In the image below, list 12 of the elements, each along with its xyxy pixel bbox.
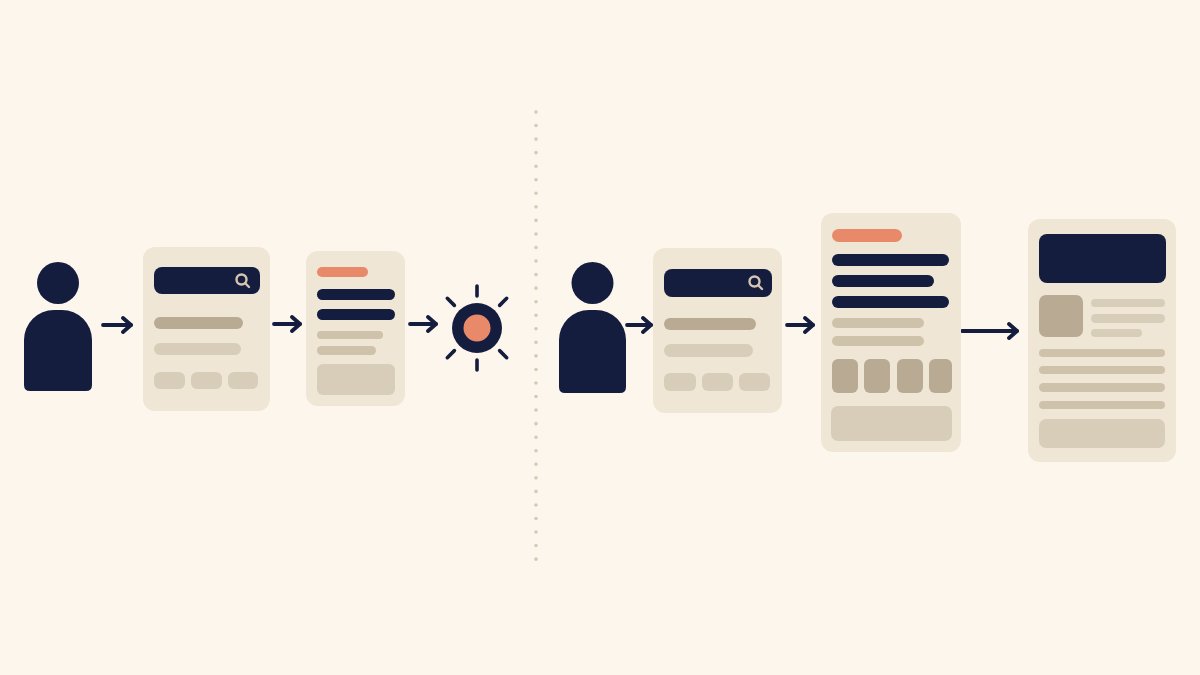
person-icon [24, 262, 92, 391]
search-page-wireframe [143, 247, 270, 411]
arrow [960, 322, 1019, 340]
search-page-wireframe [653, 248, 782, 413]
arrow [101, 316, 133, 334]
person-icon [559, 262, 626, 393]
arrow [272, 315, 302, 333]
article-page-wireframe [1028, 219, 1176, 462]
arrow [408, 315, 438, 333]
arrow [625, 316, 653, 334]
sun-icon [446, 284, 508, 372]
arrow [785, 316, 815, 334]
